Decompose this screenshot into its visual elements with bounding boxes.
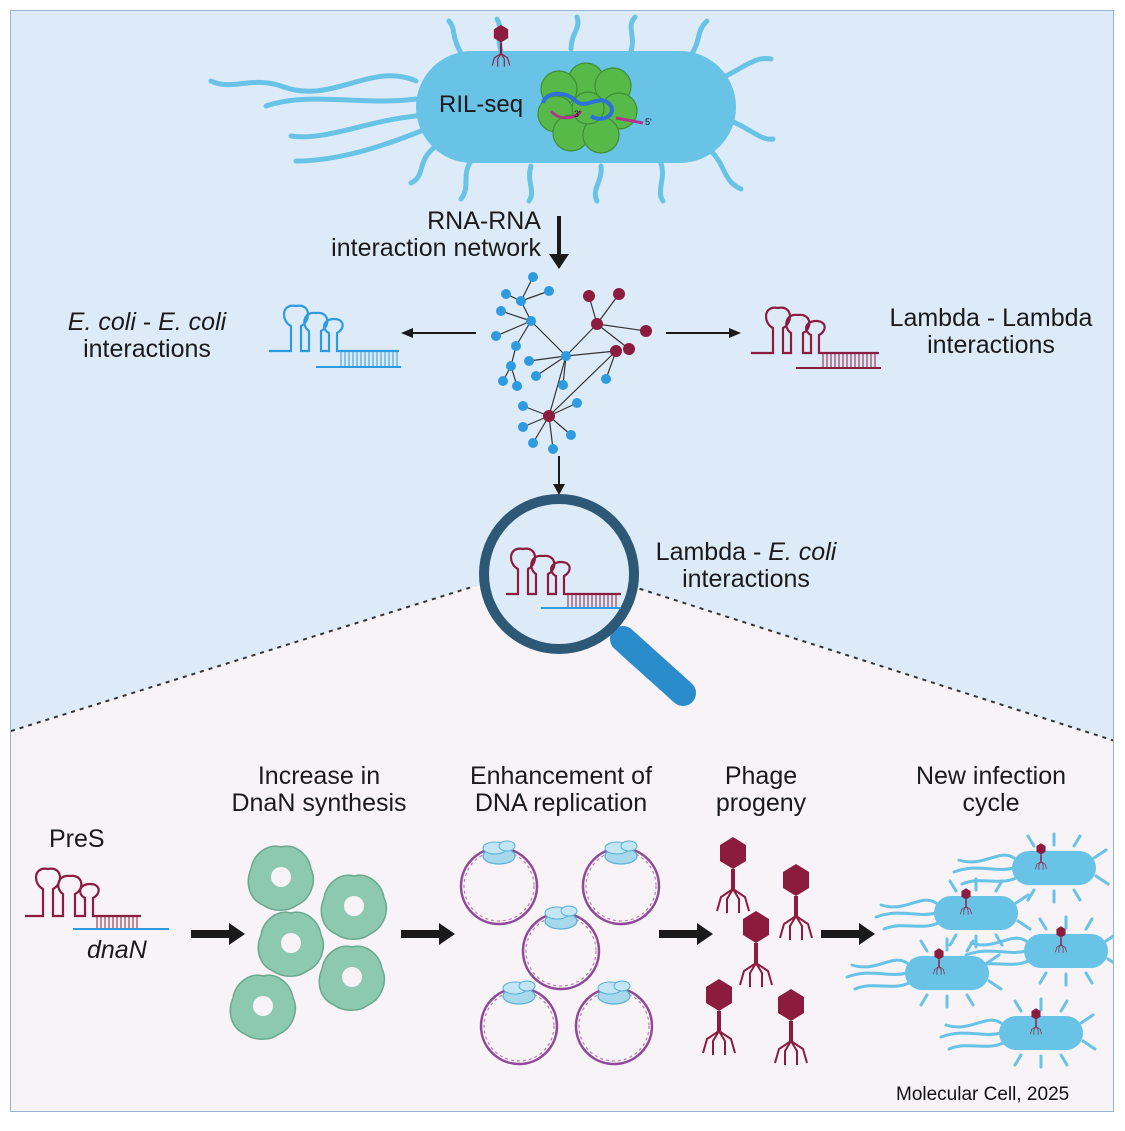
network-icon: [491, 272, 652, 454]
pres-label: PreS: [49, 825, 105, 853]
lambda-lambda-line2: interactions: [927, 331, 1055, 359]
dnan-label: dnaN: [87, 936, 147, 964]
step-label: New infection cycle: [881, 763, 1101, 817]
step-line1: Enhancement of: [469, 762, 653, 790]
rna-duplex-icon: [269, 304, 401, 368]
step-label: Phage progeny: [696, 763, 826, 817]
five-prime-label: 5': [645, 117, 652, 127]
step-label: Enhancement of DNA replication: [446, 763, 676, 817]
journal-credit: Molecular Cell, 2025: [896, 1084, 1070, 1105]
ecoli-ecoli-label: E. coli - E. coli interactions: [47, 309, 247, 363]
step-line1: Increase in: [257, 762, 381, 790]
ecoli-italic-1: E. coli: [67, 308, 136, 336]
ecoli-ecoli-line2: interactions: [83, 335, 211, 363]
hfq-protein-icon: [537, 62, 644, 154]
figure-artwork: [11, 11, 1113, 1111]
step-line1: Phage: [724, 762, 798, 790]
network-label-line2: interaction network: [331, 234, 541, 262]
step-line2: DnaN synthesis: [231, 789, 407, 817]
rna-duplex-icon: [751, 306, 881, 369]
magnifier-icon: [479, 494, 696, 706]
step-line2: DNA replication: [474, 789, 648, 817]
arrow-icon: [191, 923, 875, 945]
step-line2: progeny: [715, 789, 807, 817]
lambda-lambda-line1: Lambda - Lambda: [889, 304, 1093, 332]
lambda-ecoli-line2: interactions: [682, 565, 810, 593]
ecoli-italic-2: E. coli: [158, 308, 227, 336]
step-line1: New infection: [915, 762, 1067, 790]
ecoli-separator: -: [135, 308, 159, 336]
lambda-ecoli-italic: E. coli: [768, 538, 837, 566]
lambda-lambda-label: Lambda - Lambda interactions: [871, 305, 1111, 359]
network-label-line1: RNA-RNA: [427, 207, 541, 235]
step-label: Increase in DnaN synthesis: [219, 763, 419, 817]
three-prime-label: 3': [574, 109, 581, 119]
lambda-ecoli-part1: Lambda -: [655, 538, 769, 566]
arrow-icon: [549, 216, 569, 269]
graphical-abstract: RIL-seq 3' 5' RNA-RNA interaction networ…: [10, 10, 1114, 1112]
rilseq-label: RIL-seq: [439, 91, 524, 118]
step-line2: cycle: [962, 789, 1020, 817]
lambda-ecoli-label: Lambda - E. coli interactions: [636, 539, 856, 593]
network-label: RNA-RNA interaction network: [291, 208, 541, 262]
arrow-icon: [401, 328, 741, 495]
rna-duplex-icon: [25, 867, 169, 930]
